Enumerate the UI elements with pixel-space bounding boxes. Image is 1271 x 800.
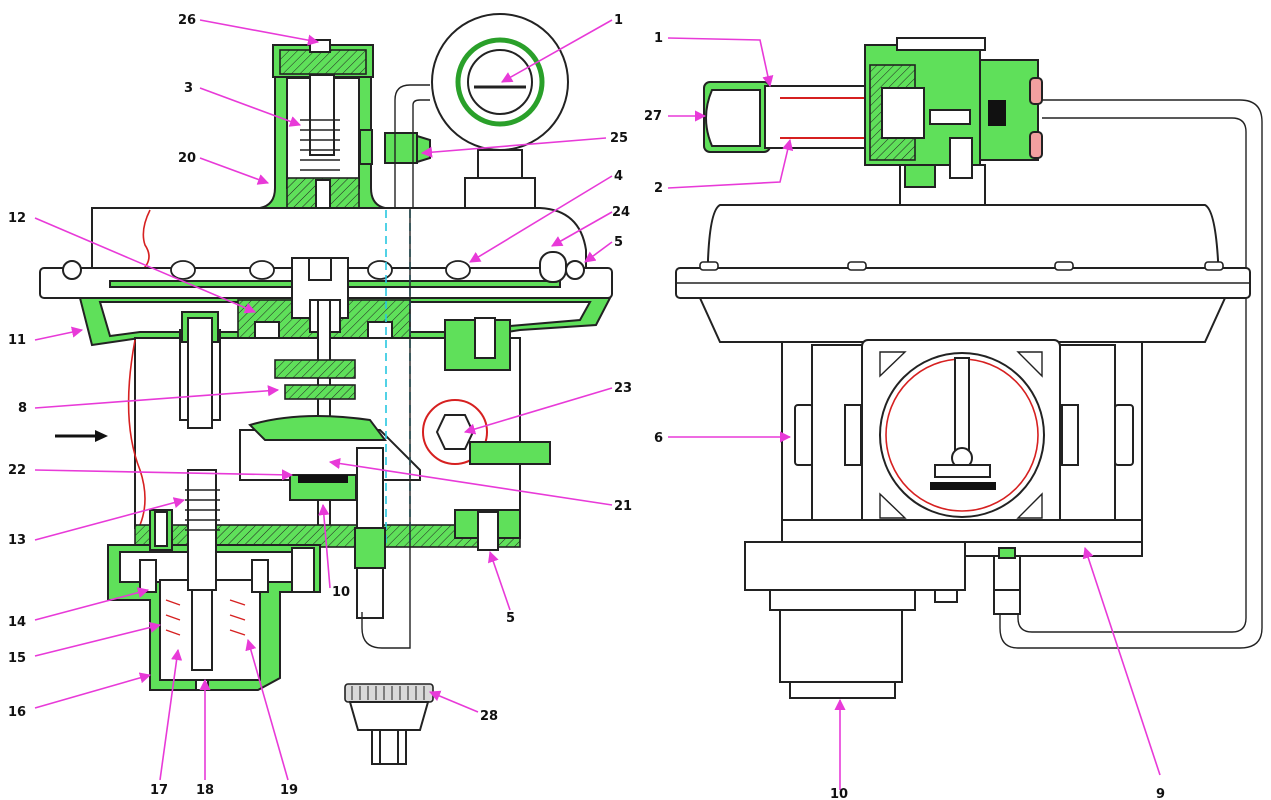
right-exterior-view bbox=[675, 37, 1263, 699]
left-section-view bbox=[39, 13, 613, 765]
label-10-right: 10 bbox=[830, 787, 848, 800]
label-22: 22 bbox=[8, 463, 26, 478]
label-14: 14 bbox=[8, 615, 26, 630]
label-16: 16 bbox=[8, 705, 26, 720]
leader-lines bbox=[34, 19, 1161, 790]
part-28-knob bbox=[344, 683, 434, 703]
label-1: 1 bbox=[614, 13, 623, 28]
pilot-base bbox=[744, 541, 966, 591]
label-20: 20 bbox=[178, 151, 196, 166]
label-5-top: 5 bbox=[614, 235, 623, 250]
label-19: 19 bbox=[280, 783, 298, 798]
label-4: 4 bbox=[614, 169, 623, 184]
label-27: 27 bbox=[644, 109, 662, 124]
label-23: 23 bbox=[614, 381, 632, 396]
label-8: 8 bbox=[18, 401, 27, 416]
label-1-right: 1 bbox=[654, 31, 663, 46]
cover-dome bbox=[707, 204, 1219, 269]
label-28: 28 bbox=[480, 709, 498, 724]
label-12: 12 bbox=[8, 211, 26, 226]
label-21: 21 bbox=[614, 499, 632, 514]
label-5-bottom: 5 bbox=[506, 611, 515, 626]
label-25: 25 bbox=[610, 131, 628, 146]
label-10-left: 10 bbox=[332, 585, 350, 600]
label-15: 15 bbox=[8, 651, 26, 666]
label-18: 18 bbox=[196, 783, 214, 798]
label-6: 6 bbox=[654, 431, 663, 446]
label-13: 13 bbox=[8, 533, 26, 548]
label-17: 17 bbox=[150, 783, 168, 798]
label-3: 3 bbox=[184, 81, 193, 96]
label-26: 26 bbox=[178, 13, 196, 28]
part-labels: 26 1 3 25 20 4 24 12 5 11 23 8 22 21 13 … bbox=[8, 13, 1165, 800]
label-9: 9 bbox=[1156, 787, 1165, 800]
label-2: 2 bbox=[654, 181, 663, 196]
label-11: 11 bbox=[8, 333, 26, 348]
label-24: 24 bbox=[612, 205, 630, 220]
